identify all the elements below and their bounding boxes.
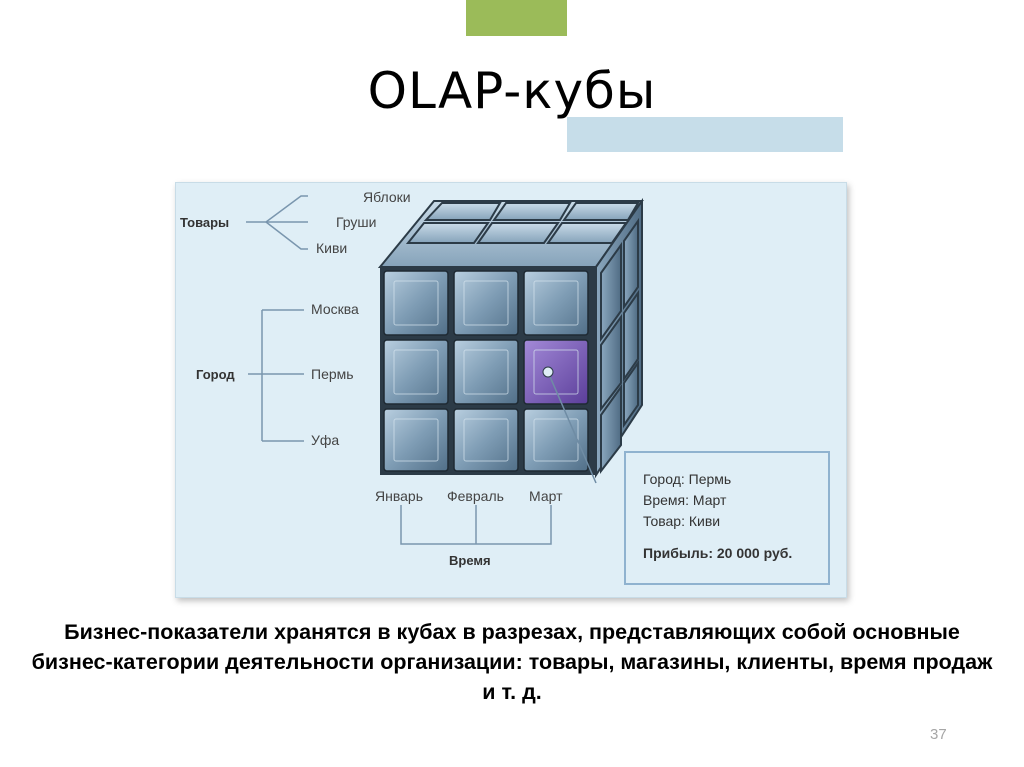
info-time: Время: Март bbox=[643, 492, 727, 508]
cube-front-face bbox=[380, 267, 596, 475]
cube-cell-moscow-mar bbox=[523, 270, 589, 336]
goods-item-pears: Груши bbox=[336, 214, 376, 230]
info-city: Город: Пермь bbox=[643, 471, 732, 487]
city-bracket bbox=[248, 309, 304, 442]
goods-label: Товары bbox=[180, 215, 229, 230]
cube-cell-perm-mar-highlighted bbox=[523, 339, 589, 405]
decor-blue-bar bbox=[567, 117, 843, 152]
cube-cell-perm-jan bbox=[383, 339, 449, 405]
time-label: Время bbox=[449, 553, 491, 568]
goods-item-kiwi: Киви bbox=[316, 240, 347, 256]
page-number: 37 bbox=[930, 726, 947, 743]
olap-cube-svg: Товары Яблоки Груши Киви Город Москва Пе… bbox=[180, 189, 644, 568]
slide-title: OLAP-кубы bbox=[367, 62, 657, 120]
time-item-feb: Февраль bbox=[447, 488, 504, 504]
time-item-jan: Январь bbox=[375, 488, 423, 504]
slide-caption: Бизнес-показатели хранятся в кубах в раз… bbox=[31, 620, 993, 704]
pointer-line bbox=[542, 366, 597, 484]
cube-cell-ufa-mar bbox=[523, 408, 589, 472]
time-item-mar: Март bbox=[529, 488, 563, 504]
cube-cell-ufa-feb bbox=[453, 408, 519, 472]
info-goods: Товар: Киви bbox=[643, 513, 721, 529]
olap-cube-figure: Товары Яблоки Груши Киви Город Москва Пе… bbox=[175, 182, 847, 598]
info-profit: Прибыль: 20 000 руб. bbox=[643, 545, 793, 561]
city-item-perm: Пермь bbox=[311, 366, 354, 382]
city-item-ufa: Уфа bbox=[311, 432, 339, 448]
cube-cell-moscow-feb bbox=[453, 270, 519, 336]
time-bracket bbox=[400, 505, 552, 545]
goods-item-apples: Яблоки bbox=[363, 189, 411, 205]
cube-cell-perm-feb bbox=[453, 339, 519, 405]
cell-info-box: Город: Пермь Время: Март Товар: Киви При… bbox=[624, 451, 830, 585]
city-label: Город bbox=[196, 367, 235, 382]
decor-green-bar bbox=[466, 0, 567, 36]
city-item-moscow: Москва bbox=[311, 301, 359, 317]
cube-cell-ufa-jan bbox=[383, 408, 449, 472]
cube-cell-moscow-jan bbox=[383, 270, 449, 336]
goods-bracket bbox=[246, 195, 308, 250]
